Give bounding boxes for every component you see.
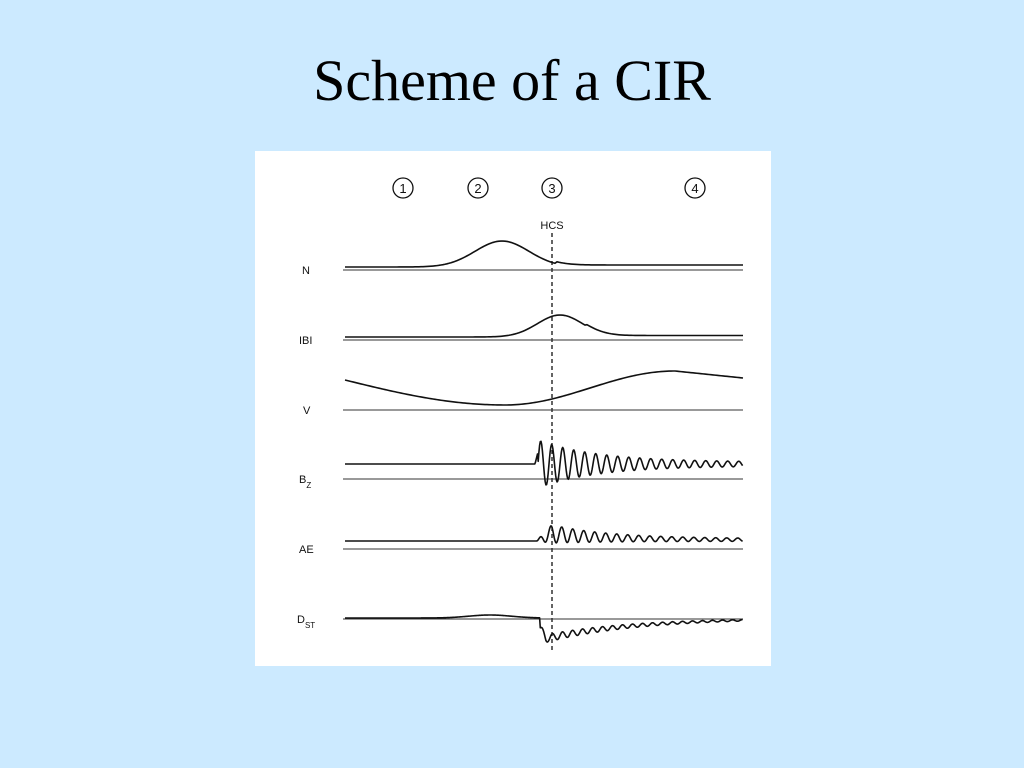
panel-label-dst-main: D [297,614,305,626]
region-marker-4: 4 [684,177,706,199]
cir-scheme-diagram: 1 2 3 4 HCS N IBI V BZ AE DST [297,177,744,651]
panel-label-v: V [303,405,311,417]
curve-dst [344,614,743,643]
curve-ibi [345,314,743,338]
region-number-3: 3 [548,181,555,196]
panel-label-n: N [302,265,310,277]
panel-label-bz-main: B [299,474,306,486]
region-marker-3: 3 [541,177,563,199]
hcs-label: HCS [540,220,563,232]
curve-n [345,240,743,268]
region-number-4: 4 [691,181,698,196]
panel-label-bz: BZ [299,474,311,490]
slide-title: Scheme of a CIR [313,48,711,113]
curve-ae [344,525,743,544]
region-number-1: 1 [399,181,406,196]
region-marker-1: 1 [392,177,414,199]
curve-v [344,370,744,406]
panel-label-dst-subscript: ST [305,621,315,630]
region-marker-2: 2 [467,177,489,199]
curve-bz [344,440,744,486]
panel-label-ibi: IBI [299,335,312,347]
panel-label-dst: DST [297,614,315,630]
panel-label-bz-subscript: Z [306,481,311,490]
region-number-2: 2 [474,181,481,196]
figure-panel: 1 2 3 4 HCS N IBI V BZ AE DST [255,151,771,666]
panel-label-ae: AE [299,544,314,556]
